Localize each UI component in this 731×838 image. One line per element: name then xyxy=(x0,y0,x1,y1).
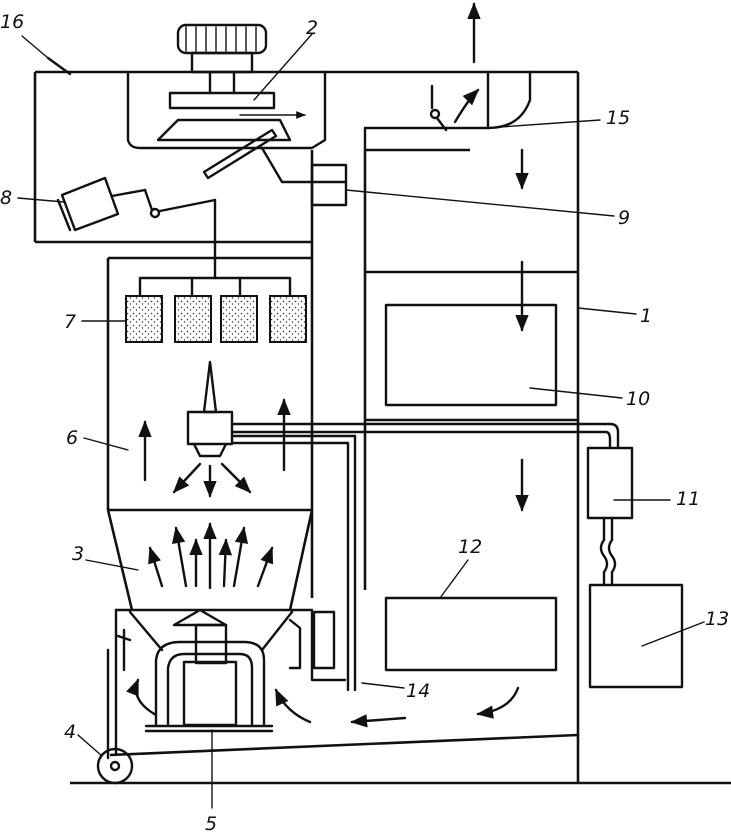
drying-chamber xyxy=(106,198,312,512)
hopper-cone xyxy=(106,509,314,611)
callout-2: 2 xyxy=(306,17,318,39)
callout-12: 12 xyxy=(458,536,482,558)
fan-5 xyxy=(126,608,312,733)
upper-housing xyxy=(126,70,347,184)
filter-bags xyxy=(125,295,307,343)
cabinet-body xyxy=(33,70,731,785)
callout-11: 11 xyxy=(676,488,700,510)
wheel-4 xyxy=(96,648,134,785)
callout-10: 10 xyxy=(626,388,650,410)
valve-9 xyxy=(310,163,348,207)
screw-knob xyxy=(176,23,268,95)
heater-12 xyxy=(384,596,558,672)
exhaust-duct xyxy=(363,2,532,190)
callout-7: 7 xyxy=(64,311,76,333)
motor-8 xyxy=(56,176,217,232)
heater-10 xyxy=(384,303,558,407)
callout-15: 15 xyxy=(606,107,630,129)
callout-3: 3 xyxy=(72,543,84,565)
callout-8: 8 xyxy=(0,187,12,209)
pump-11 xyxy=(586,446,634,587)
callout-4: 4 xyxy=(64,721,76,743)
callout-6: 6 xyxy=(66,427,78,449)
vent-inlet-16 xyxy=(46,56,72,76)
callout-13: 13 xyxy=(705,608,729,630)
callout-1: 1 xyxy=(640,305,652,327)
airflow-arrows xyxy=(350,260,529,728)
tank-13 xyxy=(588,583,684,689)
spray-nozzle xyxy=(138,360,620,692)
callout-5: 5 xyxy=(205,813,217,835)
callout-14: 14 xyxy=(406,680,430,702)
base-unit xyxy=(114,608,347,757)
callout-labels: 1 2 3 4 5 6 7 8 9 10 11 12 13 14 15 16 xyxy=(0,11,729,835)
callout-9: 9 xyxy=(618,207,630,229)
leader-lines xyxy=(17,33,705,809)
callout-16: 16 xyxy=(0,11,24,33)
